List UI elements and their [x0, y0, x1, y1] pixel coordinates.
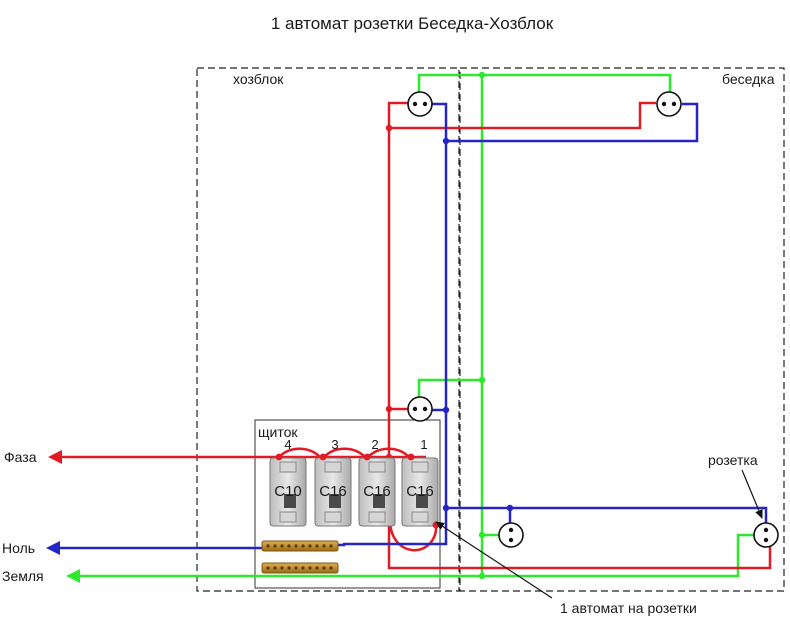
- breaker-3-number: 3: [331, 437, 338, 452]
- breaker-1-number: 1: [420, 437, 427, 452]
- breaker-callout-label: 1 автомат на розетки: [560, 600, 697, 616]
- breaker-1-rating: C16: [406, 483, 434, 500]
- zone-khozblok-box: [196, 67, 460, 592]
- junction-dots: [308, 71, 514, 580]
- breaker-4-rating: C10: [274, 483, 302, 500]
- breaker-callout-arrow: [435, 521, 553, 599]
- socket-callout-label: розетка: [708, 452, 758, 468]
- socket-khozblok-top: [407, 91, 433, 117]
- ground-busbar: [261, 562, 339, 574]
- breaker-3: [314, 453, 352, 527]
- breaker-4-number: 4: [284, 437, 291, 452]
- socket-khozblok-middle: [407, 396, 433, 422]
- breaker-2-number: 2: [371, 437, 378, 452]
- zone-besedka-box: [459, 67, 785, 592]
- socket-callout-arrow: [741, 469, 763, 519]
- breaker-4: [269, 453, 307, 527]
- phase-arrow-icon: [48, 450, 62, 464]
- breaker-2: [358, 453, 396, 527]
- breaker-2-rating: C16: [363, 483, 391, 500]
- socket-besedka-bottom-right: [753, 522, 779, 548]
- ground-label: Земля: [2, 568, 44, 584]
- diagram-title: 1 автомат розетки Беседка-Хозблок: [271, 14, 554, 33]
- zone-besedka-label: беседка: [722, 71, 775, 87]
- neutral-label: Ноль: [2, 540, 35, 556]
- panel-label: щиток: [258, 424, 298, 440]
- panel-box: [254, 419, 441, 589]
- socket-besedka-bottom-left: [498, 522, 524, 548]
- socket-besedka-top: [656, 91, 682, 117]
- breaker-3-rating: C16: [319, 483, 347, 500]
- phase-label: Фаза: [4, 449, 37, 465]
- neutral-busbar: [261, 540, 339, 552]
- zone-khozblok-label: хозблок: [233, 71, 284, 87]
- ground-arrow-icon: [66, 569, 80, 583]
- breaker-1: [401, 453, 440, 529]
- neutral-arrow-icon: [46, 541, 60, 555]
